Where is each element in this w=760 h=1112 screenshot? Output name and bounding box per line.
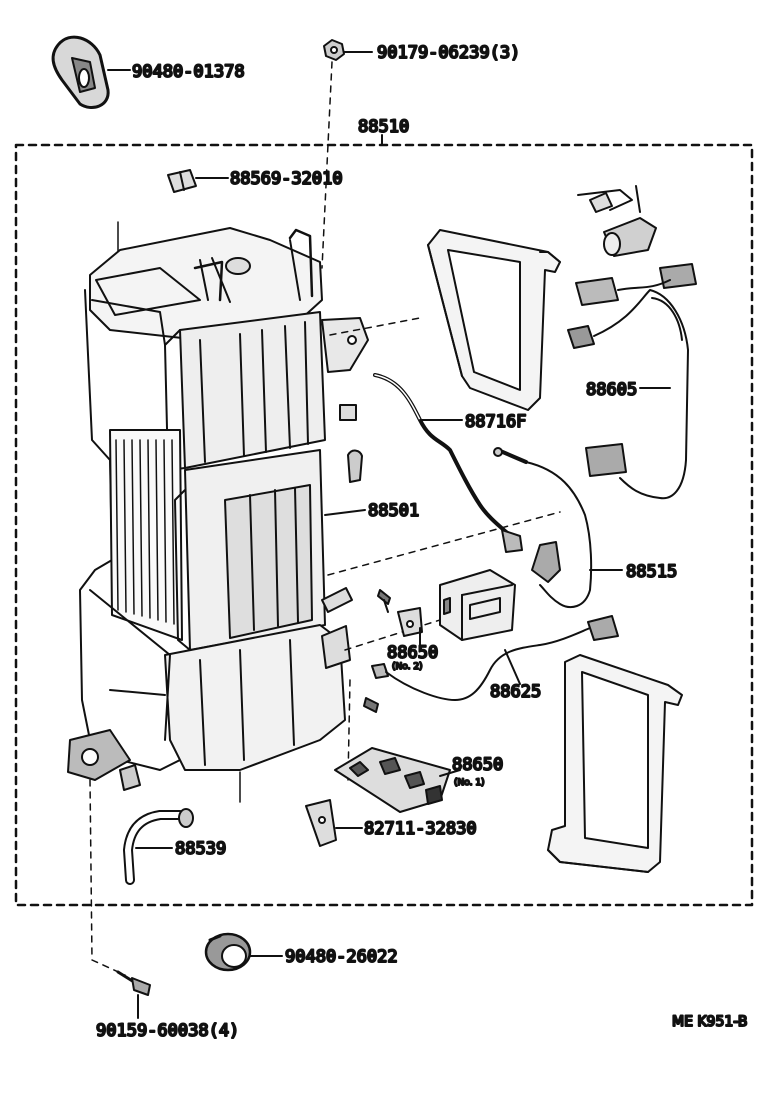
label-90159-60038: 90159-60038(4)	[96, 1021, 239, 1041]
screw-icon	[377, 589, 391, 613]
wiring-harness-88605	[567, 185, 697, 500]
amplifier-88650-no2	[439, 569, 516, 641]
nut-90179-06239-icon	[323, 39, 345, 61]
label-90480-01378: 90480-01378	[132, 62, 245, 82]
label-88650-no2-note: (No. 2)	[392, 662, 423, 672]
label-90480-26022: 90480-26022	[285, 947, 398, 967]
label-88650-no2: 88650	[387, 643, 438, 663]
label-90179-06239: 90179-06239(3)	[377, 43, 520, 63]
sensor-88515	[493, 447, 593, 608]
label-88539: 88539	[175, 839, 226, 859]
label-88515: 88515	[626, 562, 677, 582]
dashed-guide-evap	[329, 317, 421, 336]
label-88569-32010: 88569-32010	[230, 169, 343, 189]
leader-88501	[324, 509, 366, 516]
dashed-guide-sensor	[327, 511, 561, 576]
label-88510: 88510	[358, 117, 409, 137]
label-88716F: 88716F	[465, 412, 526, 432]
drain-tube-88716F	[373, 373, 561, 583]
circuit-board-88650-no1	[334, 747, 451, 813]
clip-88569-32010-icon	[167, 169, 197, 193]
clamp-82711-32830-icon	[305, 799, 337, 847]
leader-88625	[504, 649, 521, 685]
reference-code: ME K951-B	[672, 1014, 747, 1030]
label-88650-no1: 88650	[452, 755, 503, 775]
sensor-wire-88625	[371, 615, 619, 701]
grommet-90480-01378-icon	[51, 35, 110, 109]
seal-frame-lower	[547, 654, 683, 873]
seal-frame-upper	[427, 229, 561, 411]
evaporator-coil	[109, 429, 183, 641]
label-88650-no1-note: (No. 1)	[454, 778, 485, 788]
cooling-unit-housing	[67, 227, 369, 803]
label-82711-32830: 82711-32830	[364, 819, 477, 839]
assembly-boundary-dashed	[14, 143, 754, 907]
dashed-guide-amp	[344, 619, 441, 651]
label-88605: 88605	[586, 380, 637, 400]
bolt-90159-60038-icon	[116, 970, 151, 996]
label-88501: 88501	[368, 501, 419, 521]
leader-88650-no1	[439, 769, 461, 777]
dashed-guide-nut	[321, 61, 333, 269]
grommet-90480-26022-icon	[204, 932, 252, 972]
drain-hose-88539	[123, 808, 194, 885]
bracket-icon	[397, 607, 423, 637]
label-88625: 88625	[490, 682, 541, 702]
dashed-guide-bolt	[89, 779, 126, 976]
screw-icon-2	[363, 697, 379, 713]
